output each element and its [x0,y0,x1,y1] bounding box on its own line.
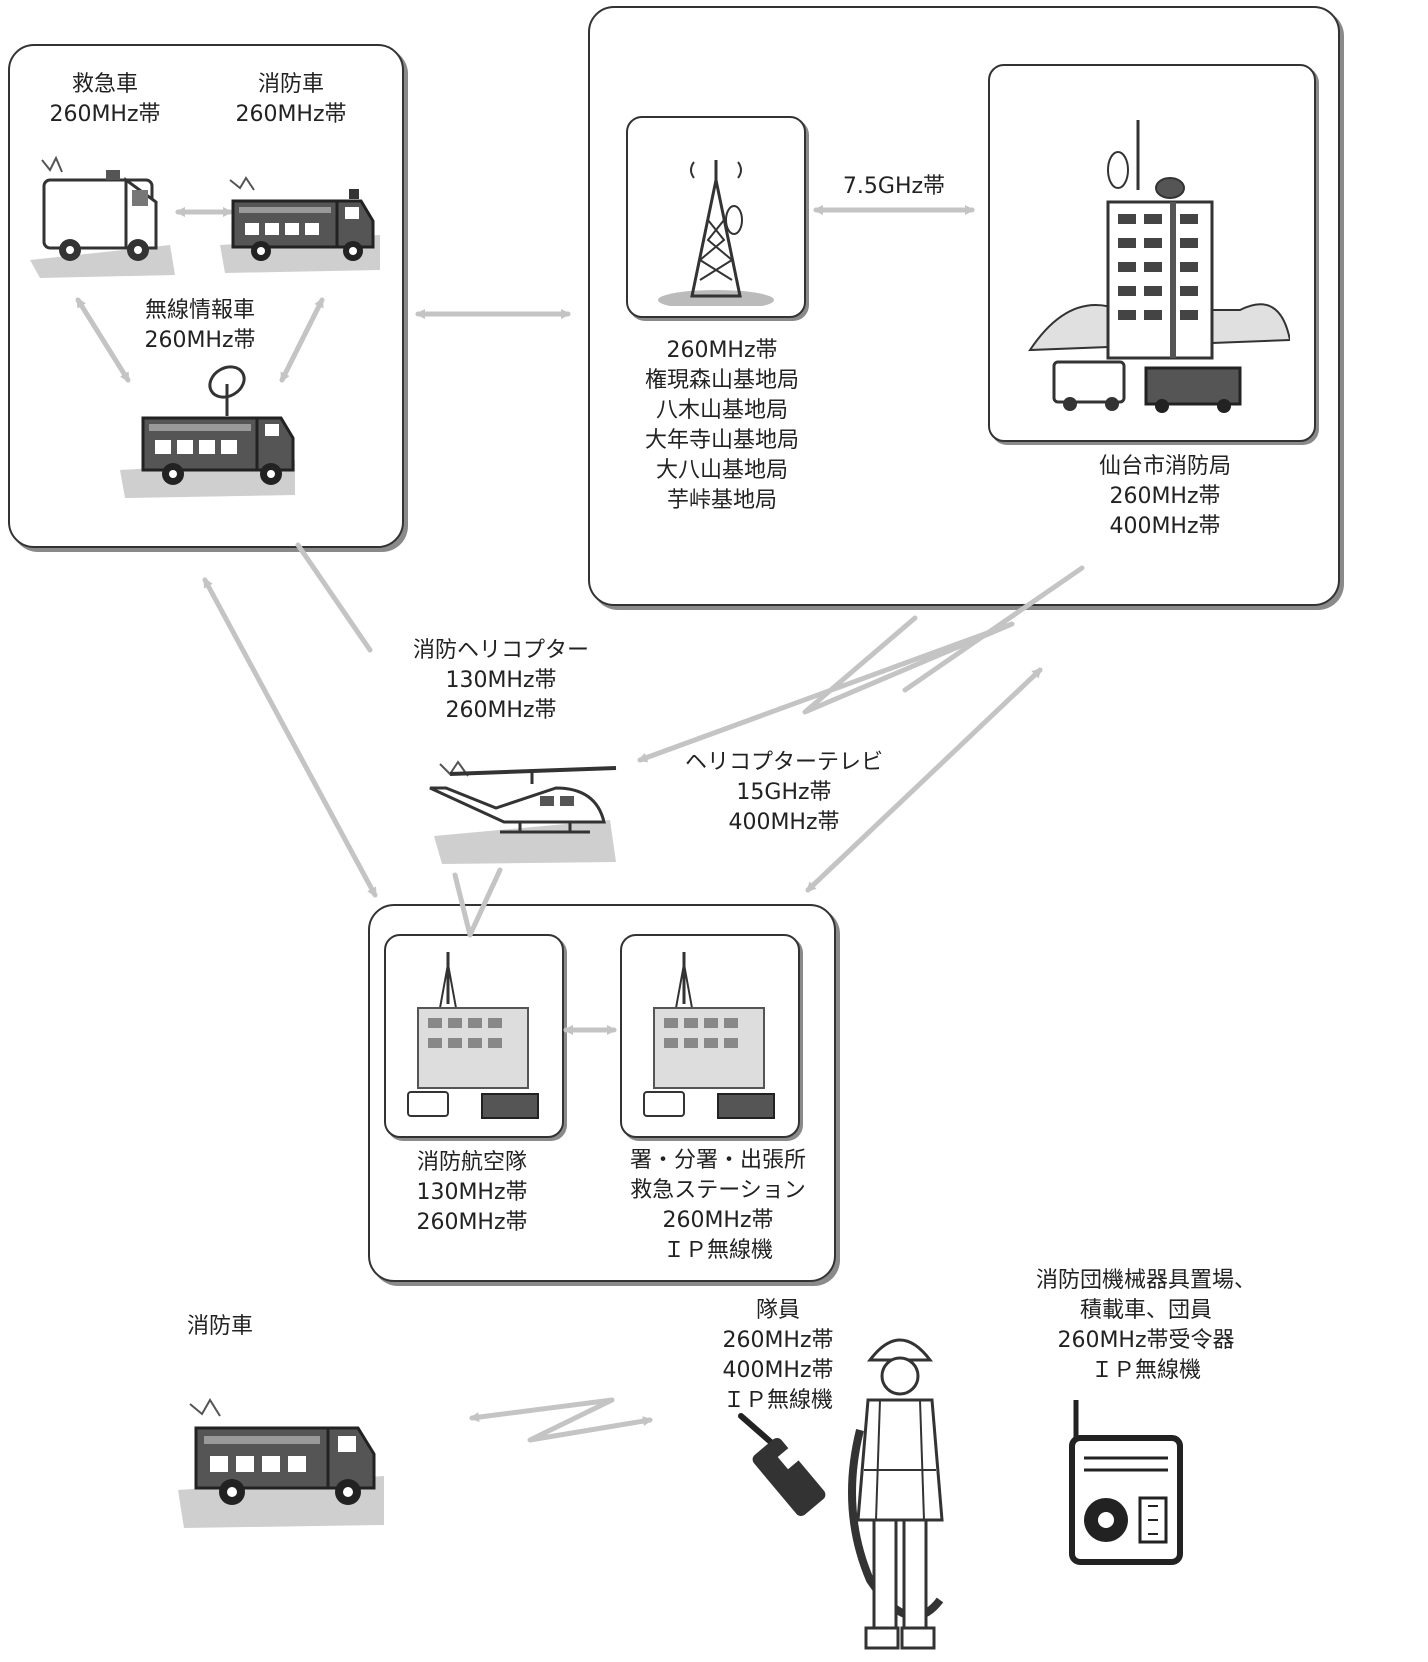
link-heli-tv-stations [805,667,1043,893]
ambulance-icon [30,155,175,278]
helicopter-tv-band: 15GHz帯 [736,780,832,805]
handheld-radio-icon [738,1413,826,1516]
fire-truck-label: 消防車 260MHz帯 [226,70,356,130]
link-mobile-airunit [202,577,378,898]
base-stations-band: 260MHz帯 [666,338,778,363]
firefighter-label: 隊員 260MHz帯 400MHz帯 ＩＰ無線機 [706,1296,850,1416]
helicopter-tv-label: ヘリコプターテレビ 15GHz帯 400MHz帯 [666,748,902,838]
base-station-item: 大八山基地局 [655,458,788,483]
fire-truck-icon [220,176,380,273]
base-station-item: 大年寺山基地局 [644,428,799,453]
radio-info-vehicle-name: 無線情報車 [144,298,255,323]
radio-info-vehicle-band: 260MHz帯 [144,328,256,353]
radio-info-vehicle-icon [120,365,295,498]
air-unit-name: 消防航空隊 [416,1150,527,1175]
helicopter-tv-name: ヘリコプターテレビ [684,750,883,775]
firefighter-line: 400MHz帯 [722,1358,834,1383]
ambulance-name: 救急車 [71,72,138,97]
volunteer-line: 260MHz帯受令器 [1057,1328,1235,1353]
volunteer-line: 消防団機械器具置場、 [1035,1268,1256,1293]
fire-stations-line: 署・分署・出張所 [629,1148,806,1173]
link-helicopter-airunit [452,867,503,938]
headquarters-band: 260MHz帯 [1109,484,1221,509]
air-unit-band: 130MHz帯 [416,1180,528,1205]
firefighter-line: 隊員 [755,1298,800,1323]
link-central-helicopter [637,615,1015,763]
relay-link-band-label: 7.5GHz帯 [842,174,946,199]
ambulance-band: 260MHz帯 [49,102,161,127]
base-station-item: 八木山基地局 [655,398,788,423]
headquarters-building-icon [1028,120,1290,413]
volunteer-line: 積載車、団員 [1079,1298,1212,1323]
headquarters-label: 仙台市消防局 260MHz帯 400MHz帯 [1070,452,1260,542]
helicopter-band: 260MHz帯 [445,698,557,723]
firefighter-line: ＩＰ無線機 [722,1388,833,1413]
link-firetruck-firefighter [469,1397,653,1443]
headquarters-band: 400MHz帯 [1109,514,1221,539]
fire-station-icon [407,952,539,1119]
helicopter-band: 130MHz帯 [445,668,557,693]
fire-stations-line: 救急ステーション [630,1178,806,1203]
link-hq-heli-tv [902,565,1085,693]
helicopter-label: 消防ヘリコプター 130MHz帯 260MHz帯 [396,636,606,726]
firefighter-line: 260MHz帯 [722,1328,834,1353]
base-station-item: 権現森山基地局 [644,368,799,393]
helicopter-tv-band: 400MHz帯 [728,810,840,835]
radio-info-vehicle-label: 無線情報車 260MHz帯 [120,296,280,356]
field-fire-truck-label: 消防車 [186,1314,253,1339]
air-unit-band: 260MHz帯 [416,1210,528,1235]
helicopter-name: 消防ヘリコプター [412,638,589,663]
base-station-box [626,116,806,318]
volunteer-label: 消防団機械器具置場、 積載車、団員 260MHz帯受令器 ＩＰ無線機 [1020,1266,1272,1386]
air-unit-label: 消防航空隊 130MHz帯 260MHz帯 [384,1148,560,1238]
fire-stations-line: 260MHz帯 [662,1208,774,1233]
radio-tower-icon [658,160,774,306]
helicopter-icon [429,760,617,864]
link-mobile-helicopter [295,542,373,653]
fire-truck-icon [178,1398,384,1528]
radio-receiver-icon [1069,1400,1183,1565]
base-stations-label: 260MHz帯 権現森山基地局 八木山基地局 大年寺山基地局 大八山基地局 芋峠… [610,336,834,516]
ambulance-label: 救急車 260MHz帯 [40,70,170,130]
fire-station-icon [643,952,775,1119]
fire-stations-label: 署・分署・出張所 救急ステーション 260MHz帯 ＩＰ無線機 [608,1146,828,1266]
base-station-item: 芋峠基地局 [666,488,777,513]
fire-truck-name: 消防車 [257,72,324,97]
fire-truck-band: 260MHz帯 [235,102,347,127]
volunteer-line: ＩＰ無線機 [1090,1358,1201,1383]
fire-stations-line: ＩＰ無線機 [662,1238,773,1263]
headquarters-name: 仙台市消防局 [1098,454,1231,479]
link-ambulance-infovehicle [75,297,131,383]
firefighter-icon [848,1338,944,1650]
link-firetruck-infovehicle [279,297,325,383]
